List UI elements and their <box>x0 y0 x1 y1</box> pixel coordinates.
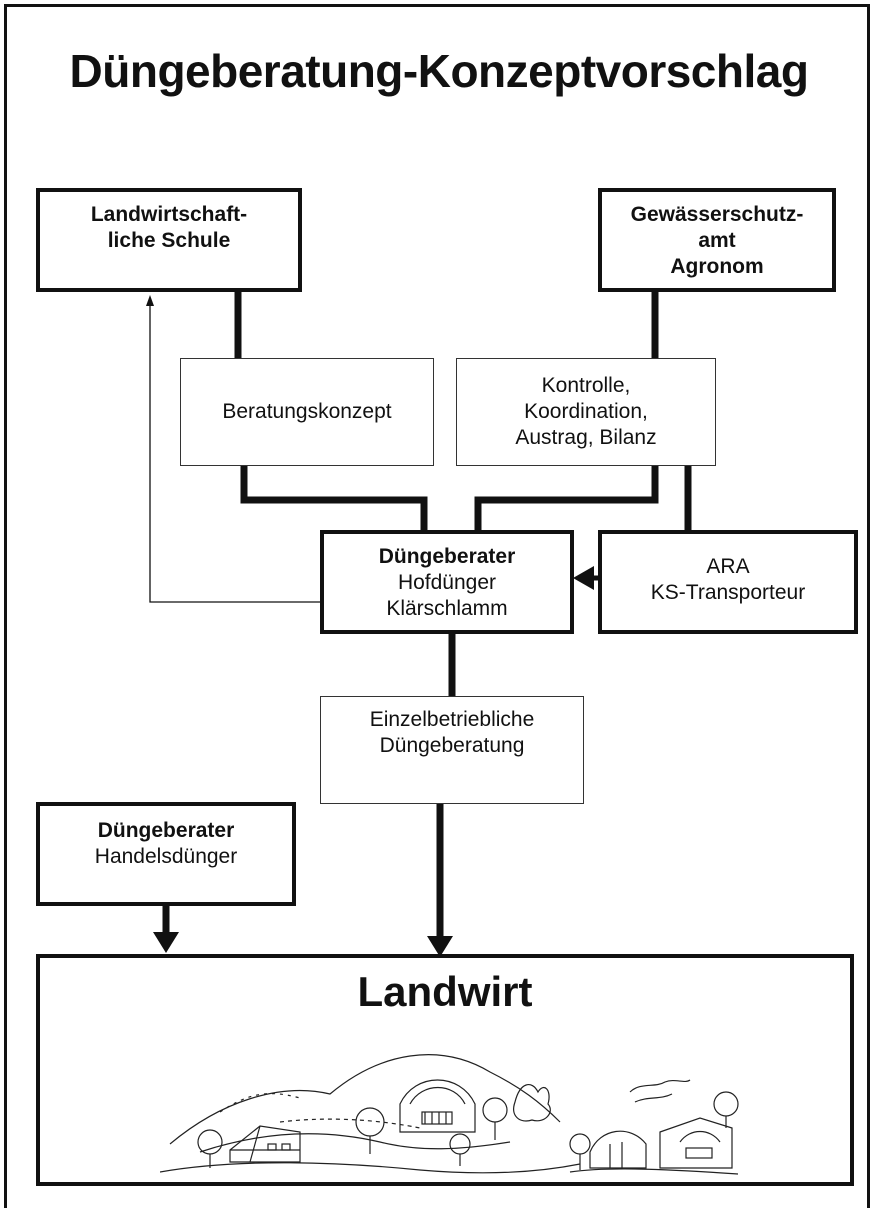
schule-line1: Landwirtschaft- <box>90 203 248 226</box>
gewaesser-line2: amt <box>698 229 736 252</box>
box-kontrolle: Kontrolle, Koordination, Austrag, Bilanz <box>456 358 716 466</box>
arrowhead-handel <box>153 932 179 953</box>
box-beratungskonzept: Beratungskonzept <box>180 358 434 466</box>
kontrolle-line3: Austrag, Bilanz <box>515 426 657 449</box>
duengeberater-hof-line1: Düngeberater <box>378 545 516 568</box>
landwirt-title: Landwirt <box>357 968 533 1015</box>
einzel-line1: Einzelbetriebliche <box>369 708 535 731</box>
duengeberater-hof-line2: Hofdünger <box>397 571 497 594</box>
page-frame <box>4 4 870 1208</box>
feedback-line <box>149 302 320 603</box>
box-einzelbetriebliche-duengeberatung: Einzelbetriebliche Düngeberatung <box>320 696 584 804</box>
gewaesser-line1: Gewässerschutz- <box>630 203 804 226</box>
connector-beratung-duengeberater <box>240 466 428 532</box>
farm-landscape-illustration <box>160 1054 739 1175</box>
box-ara: ARA KS-Transporteur <box>598 530 858 634</box>
arrowhead-schule <box>146 295 154 306</box>
duengeberater-handel-line1: Düngeberater <box>97 819 235 842</box>
kontrolle-line2: Koordination, <box>524 400 648 423</box>
duengeberater-hof-line3: Klärschlamm <box>386 597 508 620</box>
connector-kontrolle-duengeberater <box>474 466 659 532</box>
ara-line2: KS-Transporteur <box>650 581 806 604</box>
duengeberater-handel-line2: Handelsdünger <box>94 845 238 868</box>
box-landwirtschaftliche-schule: Landwirtschaft- liche Schule <box>36 188 302 292</box>
kontrolle-line1: Kontrolle, <box>541 374 631 397</box>
box-duengeberater-hofduenger: Düngeberater Hofdünger Klärschlamm <box>320 530 574 634</box>
box-landwirt: Landwirt <box>36 954 854 1186</box>
gewaesser-line3: Agronom <box>670 255 764 278</box>
arrowhead-ara <box>573 566 594 590</box>
einzel-line2: Düngeberatung <box>379 734 525 757</box>
arrowhead-landwirt <box>427 936 453 957</box>
schule-line2: liche Schule <box>107 229 231 252</box>
beratungskonzept-line1: Beratungskonzept <box>222 400 392 423</box>
ara-line1: ARA <box>706 555 750 578</box>
page-title: Düngeberatung-Konzeptvorschlag <box>69 45 809 97</box>
box-duengeberater-handelsduenger: Düngeberater Handelsdünger <box>36 802 296 906</box>
box-gewaesserschutzamt: Gewässerschutz- amt Agronom <box>598 188 836 292</box>
